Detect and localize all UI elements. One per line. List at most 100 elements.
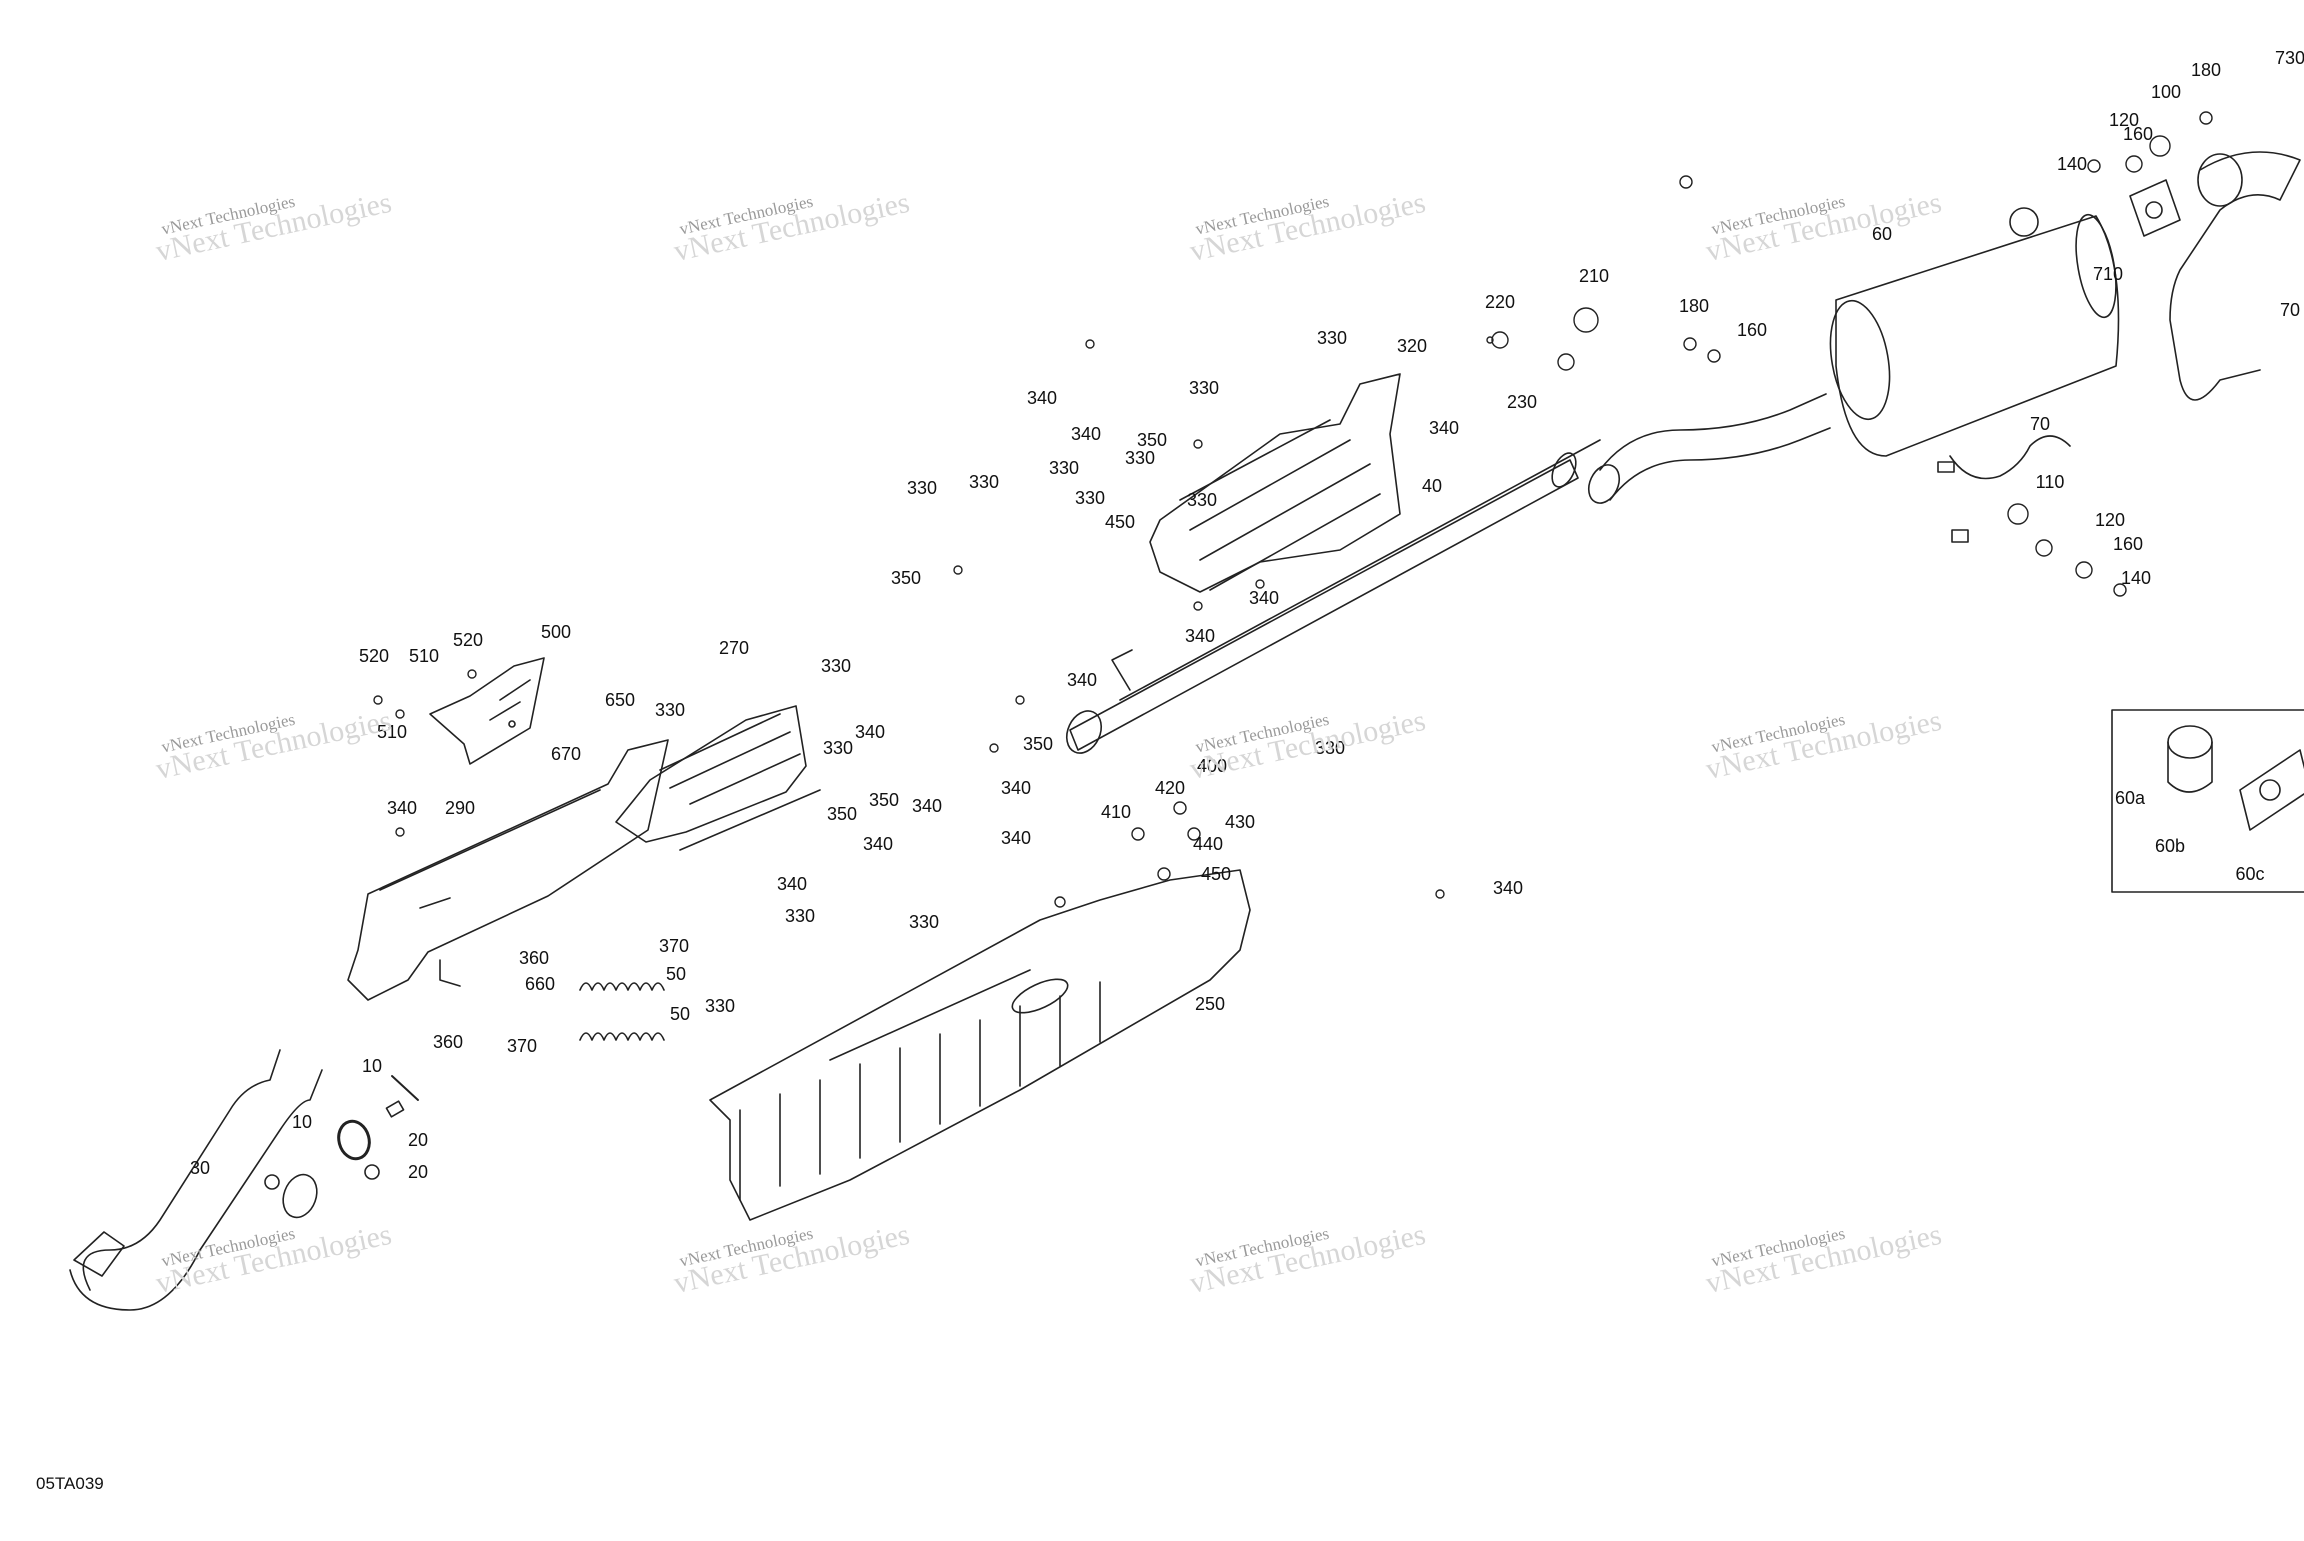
- part-40-mid-pipe: [1065, 439, 1601, 754]
- part-label-20: 20: [408, 1162, 428, 1182]
- part-label-340: 340: [1001, 828, 1031, 848]
- part-label-330: 330: [1049, 458, 1079, 478]
- part-320-heat-shield: [1149, 373, 1401, 593]
- part-label-360: 360: [519, 948, 549, 968]
- part-label-520: 520: [453, 630, 483, 650]
- part-label-340: 340: [1493, 878, 1523, 898]
- part-label-100: 100: [2151, 82, 2181, 102]
- part-label-710: 710: [2093, 264, 2123, 284]
- part-label-520: 520: [359, 646, 389, 666]
- part-20-nuts: [364, 1100, 405, 1180]
- part-label-420: 420: [1155, 778, 1185, 798]
- part-label-350: 350: [1137, 430, 1167, 450]
- part-label-500: 500: [541, 622, 571, 642]
- part-label-330: 330: [1125, 448, 1155, 468]
- hardware-fasteners: [373, 111, 2213, 908]
- part-50-springs: [579, 982, 665, 1041]
- part-label-270: 270: [719, 638, 749, 658]
- part-label-110: 110: [2036, 472, 2065, 492]
- part-label-340: 340: [912, 796, 942, 816]
- part-label-40: 40: [1422, 476, 1442, 496]
- part-60-muffler: [1587, 207, 2120, 504]
- part-label-50: 50: [670, 1004, 690, 1024]
- part-label-340: 340: [1001, 778, 1031, 798]
- part-label-350: 350: [891, 568, 921, 588]
- part-label-30: 30: [190, 1158, 210, 1178]
- part-label-330: 330: [1317, 328, 1347, 348]
- part-label-340: 340: [1071, 424, 1101, 444]
- inset-box-60a-60b-60c: [2111, 709, 2304, 893]
- part-label-340: 340: [777, 874, 807, 894]
- part-label-450: 450: [1105, 512, 1135, 532]
- part-label-70: 70: [2280, 300, 2300, 320]
- part-label-120: 120: [2109, 110, 2139, 130]
- part-label-670: 670: [551, 744, 581, 764]
- part-label-330: 330: [655, 700, 685, 720]
- part-number-labels: 10102020304050506060a60b60c7070100110120…: [190, 48, 2304, 1182]
- part-label-340: 340: [863, 834, 893, 854]
- part-label-510: 510: [409, 646, 439, 666]
- part-label-10: 10: [292, 1112, 312, 1132]
- part-250-heat-shield: [709, 869, 1251, 1221]
- part-710-flange: [2129, 179, 2181, 237]
- part-label-370: 370: [659, 936, 689, 956]
- part-10-gasket: [337, 1075, 419, 1161]
- part-label-340: 340: [1249, 588, 1279, 608]
- part-label-220: 220: [1485, 292, 1515, 312]
- part-label-340: 340: [1185, 626, 1215, 646]
- part-label-140: 140: [2121, 568, 2151, 588]
- part-label-10: 10: [362, 1056, 382, 1076]
- part-label-330: 330: [823, 738, 853, 758]
- part-label-350: 350: [1023, 734, 1053, 754]
- part-label-160: 160: [2123, 124, 2153, 144]
- part-label-210: 210: [1579, 266, 1609, 286]
- part-label-330: 330: [1315, 738, 1345, 758]
- part-label-340: 340: [1067, 670, 1097, 690]
- part-label-430: 430: [1225, 812, 1255, 832]
- part-label-350: 350: [827, 804, 857, 824]
- part-label-230: 230: [1507, 392, 1537, 412]
- part-label-330: 330: [705, 996, 735, 1016]
- part-label-650: 650: [605, 690, 635, 710]
- part-label-60c: 60c: [2235, 864, 2264, 884]
- part-label-320: 320: [1397, 336, 1427, 356]
- part-label-60b: 60b: [2155, 836, 2185, 856]
- part-290-heat-shield: [347, 739, 669, 1001]
- part-label-120: 120: [2095, 510, 2125, 530]
- part-label-330: 330: [909, 912, 939, 932]
- part-label-250: 250: [1195, 994, 1225, 1014]
- part-label-20: 20: [408, 1130, 428, 1150]
- part-70-tailpipe: [1937, 151, 2301, 543]
- part-label-70: 70: [2030, 414, 2050, 434]
- part-label-330: 330: [785, 906, 815, 926]
- part-label-180: 180: [1679, 296, 1709, 316]
- part-label-340: 340: [387, 798, 417, 818]
- diagram-code: 05TA039: [36, 1474, 104, 1493]
- part-label-730: 730: [2275, 48, 2304, 68]
- part-label-330: 330: [1189, 378, 1219, 398]
- part-30-header-pipe: [69, 1049, 323, 1311]
- part-label-510: 510: [377, 722, 407, 742]
- part-label-450: 450: [1201, 864, 1231, 884]
- part-label-330: 330: [1075, 488, 1105, 508]
- part-label-350: 350: [869, 790, 899, 810]
- part-label-330: 330: [1187, 490, 1217, 510]
- part-label-340: 340: [855, 722, 885, 742]
- part-label-160: 160: [1737, 320, 1767, 340]
- part-label-660: 660: [525, 974, 555, 994]
- part-label-330: 330: [969, 472, 999, 492]
- part-270-heat-shield: [615, 705, 821, 851]
- part-label-360: 360: [433, 1032, 463, 1052]
- part-label-330: 330: [821, 656, 851, 676]
- part-label-340: 340: [1027, 388, 1057, 408]
- part-label-180: 180: [2191, 60, 2221, 80]
- part-label-160: 160: [2113, 534, 2143, 554]
- part-label-410: 410: [1101, 802, 1131, 822]
- part-label-60a: 60a: [2115, 788, 2146, 808]
- part-label-290: 290: [445, 798, 475, 818]
- part-label-50: 50: [666, 964, 686, 984]
- part-label-330: 330: [907, 478, 937, 498]
- part-label-340: 340: [1429, 418, 1459, 438]
- part-label-400: 400: [1197, 756, 1227, 776]
